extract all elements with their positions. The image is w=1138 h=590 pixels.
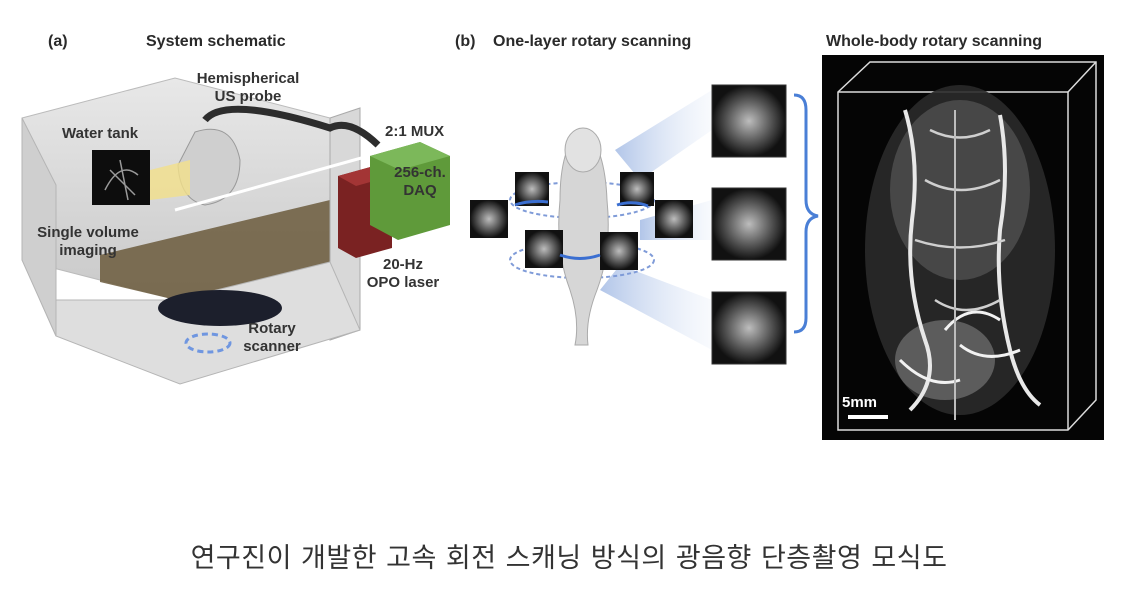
probe-label-line1: Hemispherical <box>196 70 300 87</box>
rotary-scanner-label-line2: scanner <box>243 338 301 355</box>
single-volume-label-line2: imaging <box>59 242 117 259</box>
rotary-scanner-label: Rotary scanner <box>232 320 312 356</box>
layer-volume-bottom <box>711 291 787 365</box>
scan-cube-3 <box>525 230 563 268</box>
layer-volume-middle <box>711 187 787 261</box>
daq-label-line2: DAQ <box>403 182 437 199</box>
laser-label-line1: 20-Hz <box>382 256 423 273</box>
whole-body-volume <box>822 55 1104 440</box>
single-volume-label: Single volume imaging <box>18 224 158 260</box>
panel-b-title: One-layer rotary scanning <box>493 33 692 50</box>
probe-label-line2: US probe <box>214 88 282 105</box>
figure-caption: 연구진이 개발한 고속 회전 스캐닝 방식의 광음향 단층촬영 모식도 <box>190 543 948 574</box>
mouse-rotary-diagram <box>470 90 712 350</box>
laser-label: 20-Hz OPO laser <box>348 256 458 292</box>
rotary-scanner-label-line1: Rotary <box>248 320 296 337</box>
figure-canvas <box>21 55 1104 440</box>
panel-a-letter: (a) <box>48 33 68 50</box>
curly-bracket <box>793 93 819 334</box>
scale-label: 5mm <box>842 394 878 411</box>
layer-volume-top <box>711 84 787 158</box>
single-volume-label-line1: Single volume <box>37 224 139 241</box>
rotary-arrow-icon <box>184 332 232 354</box>
daq-label: 256-ch. DAQ <box>385 164 455 200</box>
scan-cube-6 <box>655 200 693 238</box>
panel-c-title: Whole-body rotary scanning <box>826 33 1043 50</box>
water-tank-volume-cube <box>92 150 150 205</box>
scale-bar <box>848 415 888 419</box>
water-tank-label: Water tank <box>62 125 139 142</box>
scan-cube-1 <box>470 200 508 238</box>
scan-cube-5 <box>620 172 654 206</box>
daq-label-line1: 256-ch. <box>394 164 446 181</box>
scan-cube-4 <box>600 232 638 270</box>
probe-label: Hemispherical US probe <box>178 70 318 106</box>
panel-b-letter: (b) <box>455 33 476 50</box>
mux-label: 2:1 MUX <box>385 123 445 140</box>
daq-box <box>370 142 450 240</box>
layer-volume-stack <box>711 84 787 365</box>
panel-a-title: System schematic <box>146 33 286 50</box>
water-tank-schematic <box>21 77 381 385</box>
laser-label-line2: OPO laser <box>366 274 440 291</box>
